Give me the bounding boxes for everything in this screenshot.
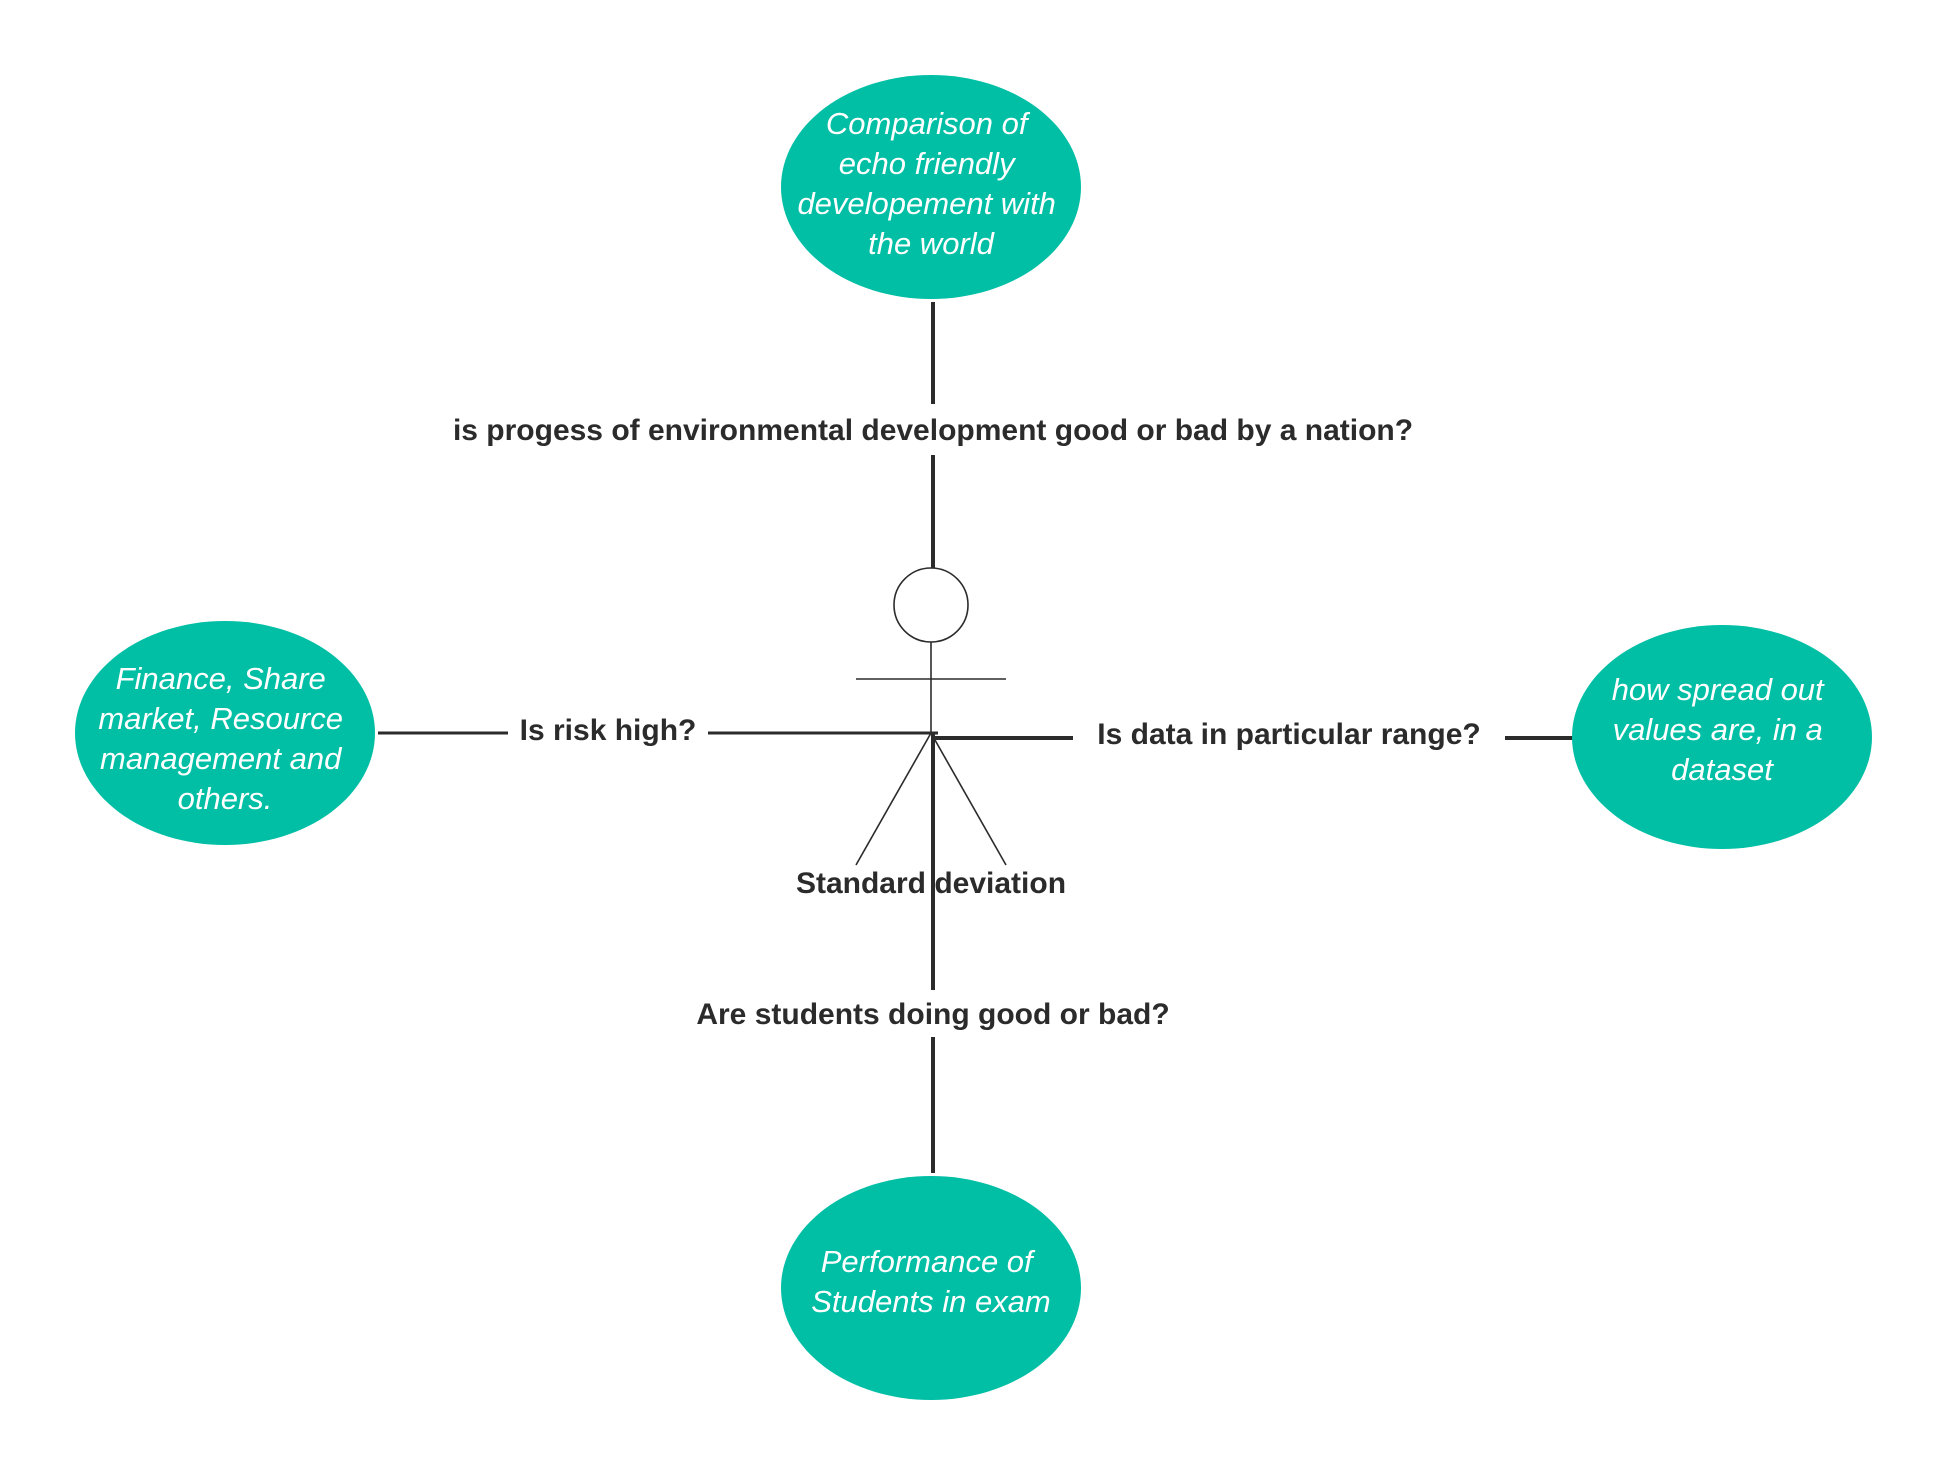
actor-head (893, 567, 969, 643)
actor-figure[interactable] (855, 567, 1007, 866)
actor-left-leg (855, 732, 932, 866)
use-case-top[interactable]: Comparison of echo friendly developement… (781, 75, 1081, 299)
actor-right-leg (930, 732, 1007, 866)
edge-label-bottom: Are students doing good or bad? (696, 998, 1169, 1031)
use-case-bottom-shape (781, 1176, 1081, 1400)
use-case-left-shape (75, 621, 375, 845)
edge-label-left: Is risk high? (520, 714, 697, 747)
use-case-right-text: how spread out values are, in a dataset (1612, 672, 1833, 787)
actor-label: Standard deviation (796, 867, 1066, 900)
use-case-bottom[interactable]: Performance of Students in exam (781, 1176, 1081, 1400)
use-case-right[interactable]: how spread out values are, in a dataset (1572, 625, 1872, 849)
use-case-left-text: Finance, Share market, Resource manageme… (98, 661, 351, 816)
use-case-bottom-text: Performance of Students in exam (811, 1244, 1051, 1319)
edge-label-right: Is data in particular range? (1097, 718, 1480, 751)
use-case-top-shape (781, 75, 1081, 299)
use-case-right-shape (1572, 625, 1872, 849)
edge-label-top: is progess of environmental development … (453, 414, 1413, 447)
use-case-left[interactable]: Finance, Share market, Resource manageme… (75, 621, 375, 845)
use-case-top-text: Comparison of echo friendly developement… (797, 106, 1064, 261)
